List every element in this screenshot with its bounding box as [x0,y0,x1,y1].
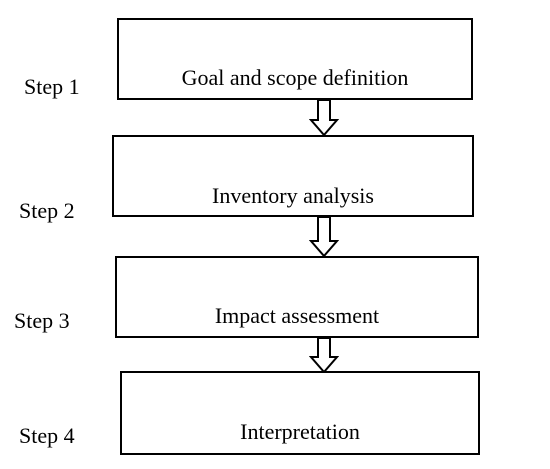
step-2-label: Step 2 [19,198,75,223]
step-3-label: Step 3 [14,308,70,333]
arrow-down-icon [309,338,339,373]
step-1-label: Step 1 [24,74,80,99]
step-3-box: Impact assessment [115,256,479,338]
step-4-box: Interpretation [120,371,480,455]
step-3-title: Impact assessment [214,303,380,328]
step-2-box: Inventory analysis [112,135,474,217]
arrow-down-icon [309,100,339,136]
step-1-title: Goal and scope definition [181,65,409,90]
arrow-down-icon [309,217,339,257]
step-4-label: Step 4 [19,423,75,448]
step-2-title: Inventory analysis [212,183,374,208]
step-1-box: Goal and scope definition [117,18,473,100]
step-4-title: Interpretation [240,419,360,444]
